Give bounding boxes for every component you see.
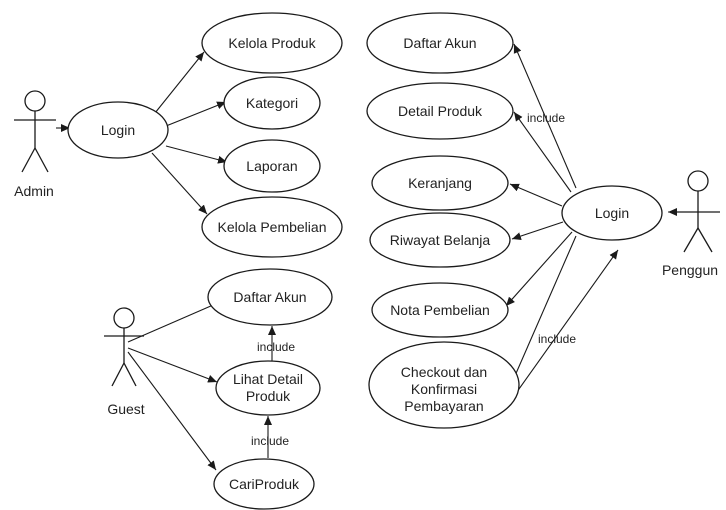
svg-text:Kelola Pembelian: Kelola Pembelian: [218, 219, 327, 235]
admin-login-usecase[interactable]: Login: [67, 101, 169, 159]
svg-text:Kategori: Kategori: [246, 95, 298, 111]
admin-label: Admin: [14, 183, 54, 199]
laporan-usecase[interactable]: Laporan: [223, 139, 321, 193]
svg-text:Pembayaran: Pembayaran: [404, 398, 483, 414]
pengguna-label: Penggun: [662, 262, 718, 278]
keranjang-usecase[interactable]: Keranjang: [371, 155, 509, 211]
include-label-3: include: [527, 111, 565, 125]
guest-cari-produk-link: [127, 351, 217, 471]
login-keranjang-link: [509, 183, 563, 207]
guest-daftar-akun-link: [127, 301, 221, 343]
riwayat-belanja-usecase[interactable]: Riwayat Belanja: [369, 212, 511, 268]
svg-text:Login: Login: [595, 205, 629, 221]
lihat-detail-produk-usecase[interactable]: Lihat Detail Produk: [215, 360, 321, 416]
login-riwayat-link: [511, 221, 564, 240]
svg-text:Konfirmasi: Konfirmasi: [411, 381, 477, 397]
user-daftar-akun-usecase[interactable]: Daftar Akun: [366, 12, 514, 74]
svg-text:Laporan: Laporan: [246, 158, 297, 174]
login-checkout-link: [513, 235, 577, 379]
login-nota-link: [505, 231, 573, 307]
cari-produk-usecase[interactable]: CariProduk: [213, 458, 315, 510]
svg-text:Produk: Produk: [246, 388, 291, 404]
login-kelola-produk-link: [154, 51, 205, 114]
pengguna-actor: Penggun: [662, 170, 720, 278]
kategori-usecase[interactable]: Kategori: [223, 76, 321, 130]
guest-daftar-akun-usecase[interactable]: Daftar Akun: [207, 268, 333, 326]
svg-text:CariProduk: CariProduk: [229, 476, 300, 492]
svg-text:Keranjang: Keranjang: [408, 175, 472, 191]
include-checkout-login-link: [513, 249, 619, 397]
nota-pembelian-usecase[interactable]: Nota Pembelian: [371, 282, 509, 338]
login-kategori-link: [165, 101, 227, 127]
detail-produk-usecase[interactable]: Detail Produk: [366, 82, 514, 140]
svg-text:Login: Login: [101, 122, 135, 138]
svg-text:Daftar Akun: Daftar Akun: [403, 35, 476, 51]
guest-lihat-detail-link: [127, 347, 218, 383]
guest-label: Guest: [107, 401, 144, 417]
admin-actor: Admin: [14, 90, 56, 199]
kelola-produk-usecase[interactable]: Kelola Produk: [201, 12, 343, 74]
include-label-4: include: [538, 332, 576, 346]
guest-actor: Guest: [104, 307, 145, 417]
svg-text:Lihat Detail: Lihat Detail: [233, 371, 303, 387]
svg-text:Kelola Produk: Kelola Produk: [228, 35, 316, 51]
checkout-usecase[interactable]: Checkout dan Konfirmasi Pembayaran: [368, 341, 520, 429]
svg-text:Nota Pembelian: Nota Pembelian: [390, 302, 490, 318]
svg-text:Riwayat Belanja: Riwayat Belanja: [390, 232, 491, 248]
svg-text:Detail Produk: Detail Produk: [398, 103, 483, 119]
include-label-1: include: [257, 340, 295, 354]
connectors: [56, 43, 698, 471]
user-login-usecase[interactable]: Login: [561, 185, 663, 241]
login-daftar-akun-link: [513, 43, 577, 189]
kelola-pembelian-usecase[interactable]: Kelola Pembelian: [201, 196, 343, 258]
login-laporan-link: [165, 145, 228, 164]
svg-text:Daftar Akun: Daftar Akun: [233, 289, 306, 305]
include-label-2: include: [251, 434, 289, 448]
svg-text:Checkout dan: Checkout dan: [401, 364, 487, 380]
login-detail-produk-link: [513, 111, 572, 193]
login-kelola-pembelian-link: [151, 152, 208, 215]
